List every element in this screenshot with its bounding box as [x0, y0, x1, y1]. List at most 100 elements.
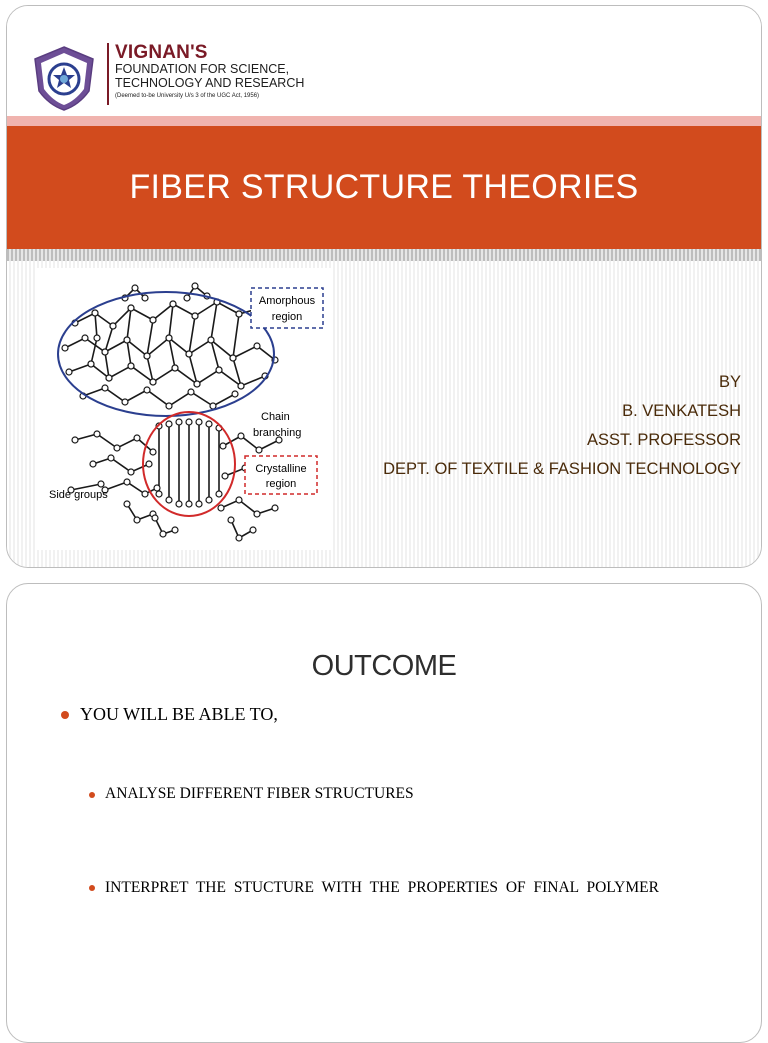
label-crystalline-2: region — [266, 478, 297, 490]
polymer-node — [237, 382, 245, 390]
polymer-node — [185, 418, 193, 426]
polymer-node — [97, 480, 105, 488]
polymer-nodes — [61, 282, 289, 542]
polymer-node — [205, 496, 213, 504]
outcome-slide: OUTCOME YOU WILL BE ABLE TO, ANALYSE DIF… — [6, 583, 762, 1043]
pink-band — [7, 116, 761, 126]
label-amorphous-2: region — [272, 311, 303, 323]
logo-text: VIGNAN'S FOUNDATION FOR SCIENCE, TECHNOL… — [115, 43, 304, 101]
polymer-node — [275, 436, 283, 444]
polymer-node — [113, 444, 121, 452]
slide-header: VIGNAN'S FOUNDATION FOR SCIENCE, TECHNOL… — [7, 6, 761, 112]
polymer-node — [131, 284, 139, 292]
polymer-node — [165, 420, 173, 428]
author-role: ASST. PROFESSOR — [586, 431, 741, 449]
polymer-node — [191, 282, 199, 290]
polymer-node — [151, 514, 159, 522]
polymer-node — [165, 334, 173, 342]
crystalline-region-outline — [142, 411, 236, 517]
polymer-node — [193, 380, 201, 388]
author-dept: DEPT. OF TEXTILE & FASHION TECHNOLOGY — [383, 460, 741, 478]
polymer-node — [249, 526, 257, 534]
polymer-node — [143, 386, 151, 394]
polymer-node — [165, 496, 173, 504]
slide-title: FIBER STRUCTURE THEORIES — [129, 168, 639, 206]
polymer-node — [141, 294, 149, 302]
polymer-node — [207, 336, 215, 344]
polymer-node — [107, 454, 115, 462]
polymer-node — [121, 398, 129, 406]
polymer-node — [141, 490, 149, 498]
sub-bullet-item: ANALYSE DIFFERENT FIBER STRUCTURES — [89, 785, 414, 803]
title-band: FIBER STRUCTURE THEORIES — [7, 126, 761, 249]
logo-divider — [107, 43, 109, 105]
polymer-node — [253, 342, 261, 350]
polymer-node — [187, 388, 195, 396]
sub-bullet-dot-icon — [89, 792, 95, 798]
polymer-node — [145, 460, 153, 468]
label-amorphous-1: Amorphous — [259, 295, 316, 307]
amorphous-region-outline — [57, 291, 275, 417]
polymer-node — [153, 484, 161, 492]
sub-bullet-text: INTERPRET THE STUCTURE WITH THE PROPERTI… — [105, 879, 659, 896]
polymer-node — [231, 390, 239, 398]
polymer-node — [271, 504, 279, 512]
polymer-node — [133, 434, 141, 442]
polymer-node — [205, 420, 213, 428]
crystalline-label-box — [244, 455, 318, 495]
title-slide: VIGNAN'S FOUNDATION FOR SCIENCE, TECHNOL… — [6, 5, 762, 568]
polymer-node — [171, 526, 179, 534]
sub-bullet-text: ANALYSE DIFFERENT FIBER STRUCTURES — [105, 785, 414, 802]
polymer-node — [175, 418, 183, 426]
polymer-structure-diagram: Amorphous region Chain branching Crystal… — [35, 268, 333, 550]
polymer-node — [109, 322, 117, 330]
logo-line-1: FOUNDATION FOR SCIENCE, — [115, 62, 290, 76]
polymer-node — [93, 334, 101, 342]
sub-bullet-dot-icon — [89, 885, 95, 891]
polymer-node — [81, 334, 89, 342]
label-chain-1: Chain — [261, 411, 290, 423]
polymer-node — [217, 504, 225, 512]
stripe-band — [7, 249, 761, 261]
polymer-node — [67, 486, 75, 494]
polymer-node — [215, 490, 223, 498]
polymer-node — [165, 402, 173, 410]
logo-name: VIGNAN'S — [115, 42, 208, 63]
polymer-node — [159, 530, 167, 538]
polymer-node — [235, 534, 243, 542]
polymer-node — [123, 500, 131, 508]
polymer-node — [127, 362, 135, 370]
polymer-node — [235, 496, 243, 504]
polymer-node — [93, 430, 101, 438]
polymer-node — [235, 310, 243, 318]
bullet-item: YOU WILL BE ABLE TO, — [61, 704, 278, 725]
polymer-node — [215, 366, 223, 374]
amorphous-label-box — [250, 287, 324, 329]
polymer-node — [221, 472, 229, 480]
sub-bullet-item: INTERPRET THE STUCTURE WITH THE PROPERTI… — [89, 871, 699, 907]
polymer-node — [209, 402, 217, 410]
bullet-text: YOU WILL BE ABLE TO, — [80, 704, 278, 724]
polymer-node — [185, 350, 193, 358]
polymer-node — [253, 510, 261, 518]
polymer-node — [127, 468, 135, 476]
polymer-node — [149, 448, 157, 456]
logo-line-2: TECHNOLOGY AND RESEARCH — [115, 76, 305, 90]
polymer-node — [65, 368, 73, 376]
polymer-node — [133, 516, 141, 524]
bullet-dot-icon — [61, 711, 69, 719]
label-side-groups: Side groups — [49, 489, 108, 501]
polymer-node — [123, 336, 131, 344]
polymer-node — [227, 516, 235, 524]
polymer-node — [91, 309, 99, 317]
polymer-node — [169, 300, 177, 308]
vignan-emblem-icon — [34, 46, 94, 111]
logo-line-3: (Deemed to-be University U/s 3 of the UG… — [115, 93, 260, 99]
polymer-node — [105, 374, 113, 382]
polymer-node — [175, 500, 183, 508]
polymer-node — [255, 446, 263, 454]
polymer-node — [229, 354, 237, 362]
author-block: BY B. VENKATESH ASST. PROFESSOR DEPT. OF… — [383, 368, 741, 484]
polymer-node — [101, 486, 109, 494]
polymer-node — [195, 500, 203, 508]
